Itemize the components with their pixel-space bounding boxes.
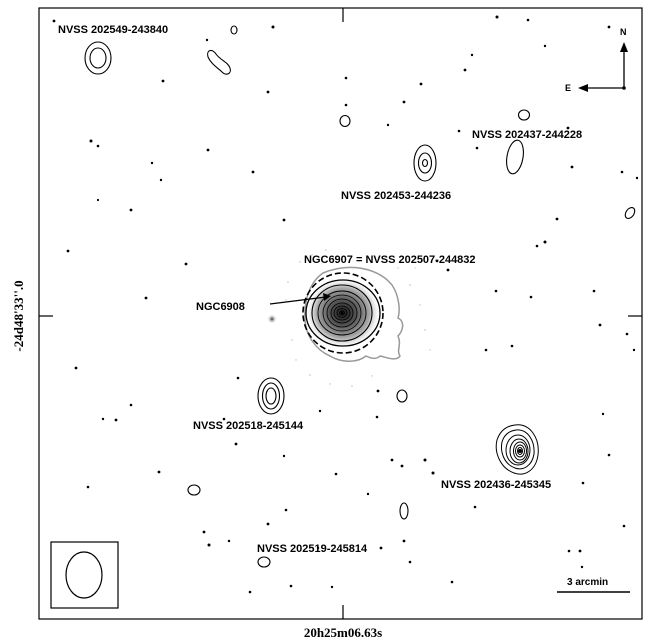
x-axis-label: 20h25m06.63s: [304, 625, 382, 640]
label-nvss-202437-244228: NVSS 202437-244228: [472, 129, 582, 141]
label-nvss-202518-245144: NVSS 202518-245144: [193, 420, 304, 432]
label-nvss-202549-243840: NVSS 202549-243840: [58, 24, 168, 36]
center-ticks: [39, 8, 642, 619]
compass-north: N: [620, 27, 627, 37]
star-field: [52, 15, 639, 594]
radio-source-202549: [84, 41, 112, 75]
compass-east: E: [565, 83, 571, 93]
scale-bar: 3 arcmin: [557, 577, 630, 593]
beam-indicator: [50, 541, 119, 609]
optical-outline: [302, 272, 384, 354]
scale-bar-label: 3 arcmin: [567, 577, 608, 588]
y-axis-label: -24d48'33''.0: [11, 280, 26, 351]
radio-source-202436: [495, 424, 539, 475]
label-ngc6907: NGC6907 = NVSS 202507-244832: [304, 254, 476, 266]
radio-source-small-pair: [207, 25, 636, 219]
diffuse-emission: [285, 249, 431, 387]
ngc6908-arrow: [269, 293, 331, 305]
halo-contour: [304, 266, 404, 362]
label-ngc6908: NGC6908: [196, 301, 245, 313]
compass: [578, 42, 628, 92]
radio-source-202437: [506, 139, 524, 175]
label-nvss-202453-244236: NVSS 202453-244236: [341, 190, 451, 202]
radio-source-misc: [187, 484, 409, 568]
ngc6908-blob: [267, 314, 277, 324]
label-nvss-202436-245345: NVSS 202436-245345: [441, 479, 551, 491]
label-nvss-202519-245814: NVSS 202519-245814: [257, 543, 368, 555]
radio-source-202518: [257, 377, 408, 415]
radio-source-202453: [413, 144, 437, 182]
